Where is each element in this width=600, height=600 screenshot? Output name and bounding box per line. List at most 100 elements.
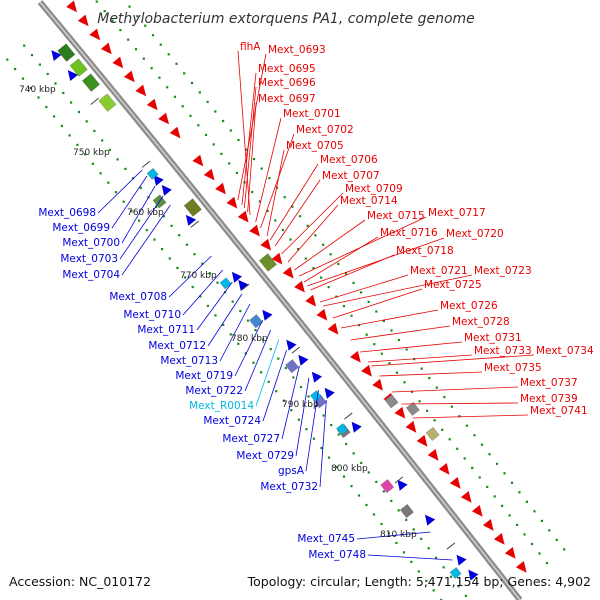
gene-label[interactable]: Mext_0693 (268, 44, 326, 56)
gene-label[interactable]: Mext_0700 (62, 237, 120, 249)
gene-label[interactable]: Mext_0732 (260, 481, 318, 493)
tick-dot (222, 323, 225, 326)
gene-label[interactable]: Mext_0737 (520, 377, 578, 389)
tick-dot (23, 44, 26, 47)
gene-label[interactable]: Mext_0733 (474, 345, 532, 357)
gene-label[interactable]: Mext_0703 (60, 253, 118, 265)
leader-line (320, 274, 409, 303)
gene-label[interactable]: Mext_0704 (62, 269, 120, 281)
kbp-label: 810 kbp (380, 530, 417, 540)
tick-dot (158, 76, 161, 79)
tick-dot (403, 381, 406, 384)
gene-label[interactable]: Mext_0709 (345, 183, 403, 195)
gene-label[interactable]: Mext_0720 (446, 228, 504, 240)
gene-label[interactable]: Mext_0705 (286, 140, 344, 152)
tick-dot (425, 579, 428, 582)
kbp-tick (90, 97, 99, 105)
tick-dot (463, 457, 466, 460)
reverse-gene-arrow (262, 309, 273, 321)
tick-dot (503, 472, 506, 475)
leader-line (323, 274, 473, 307)
gene-label[interactable]: Mext_0739 (520, 393, 578, 405)
gene-label[interactable]: Mext_R0014 (189, 400, 254, 412)
gene-label[interactable]: Mext_0745 (297, 533, 355, 545)
gene-label[interactable]: Mext_0695 (258, 63, 316, 75)
gene-label[interactable]: Mext_0727 (222, 433, 280, 445)
reverse-gene-arrow (67, 70, 78, 81)
gene-label[interactable]: flhA (240, 41, 261, 53)
gene-label[interactable]: Mext_0717 (428, 207, 486, 219)
tick-dot (245, 148, 248, 151)
gene-label[interactable]: Mext_0701 (283, 108, 341, 120)
gene-label[interactable]: Mext_0713 (160, 355, 218, 367)
tick-dot (465, 424, 468, 427)
gene-label[interactable]: Mext_0699 (52, 222, 110, 234)
forward-gene-arrow (372, 378, 383, 391)
tick-dot (405, 518, 408, 521)
gene-label[interactable]: Mext_0735 (484, 362, 542, 374)
gene-label[interactable]: Mext_0722 (185, 385, 243, 397)
tick-dot (235, 171, 238, 174)
gene-label[interactable]: Mext_0729 (236, 450, 294, 462)
tick-dot (229, 129, 232, 132)
gene-label[interactable]: Mext_0710 (123, 309, 181, 321)
reverse-gene-arrow (397, 479, 408, 491)
gene-label[interactable]: Mext_0696 (258, 77, 316, 89)
leader-line (269, 163, 319, 241)
kbp-tick (190, 220, 199, 228)
gene-label[interactable]: Mext_0716 (380, 227, 438, 239)
tick-dot (367, 471, 370, 474)
tick-dot (150, 67, 153, 70)
kbp-label: 740 kbp (19, 85, 56, 95)
gene-label[interactable]: Mext_0712 (148, 340, 206, 352)
leader-line (255, 117, 282, 223)
gene-label[interactable]: Mext_0721 (410, 265, 468, 277)
gene-label[interactable]: Mext_0726 (440, 300, 498, 312)
tick-dot (518, 491, 521, 494)
gene-label[interactable]: Mext_0719 (175, 370, 233, 382)
forward-gene-arrow (515, 561, 527, 573)
forward-gene-arrow (438, 463, 450, 475)
gene-label[interactable]: Mext_0728 (452, 316, 510, 328)
gene-label[interactable]: Mext_0711 (137, 324, 195, 336)
tick-dot (402, 551, 405, 554)
gene-label[interactable]: Mext_0714 (340, 195, 398, 207)
gene-label[interactable]: Mext_0697 (258, 93, 316, 105)
gene-label[interactable]: gpsA (278, 465, 305, 477)
tick-dot (375, 480, 378, 483)
leader-line (401, 402, 519, 405)
tick-dot (320, 276, 323, 279)
gene-label[interactable]: Mext_0706 (320, 154, 378, 166)
tick-dot (440, 598, 443, 600)
tick-dot (427, 547, 430, 550)
gene-label[interactable]: Mext_0702 (296, 124, 354, 136)
tick-dot (335, 466, 338, 469)
tick-dot (360, 291, 363, 294)
gene-label[interactable]: Mext_0698 (38, 207, 96, 219)
gene-label[interactable]: Mext_0734 (536, 345, 594, 357)
tick-dot (418, 400, 421, 403)
gene-label[interactable]: Mext_0707 (322, 170, 380, 182)
gene-label[interactable]: Mext_0724 (203, 415, 261, 427)
forward-gene-arrow (282, 266, 294, 279)
gene-label[interactable]: Mext_0715 (367, 210, 425, 222)
tick-dot (99, 172, 102, 175)
tick-dot (114, 191, 118, 194)
kbp-tick (241, 283, 250, 291)
gene-label[interactable]: Mext_0748 (308, 549, 366, 561)
tick-dot (388, 362, 391, 365)
tick-dot (449, 575, 453, 578)
leader-line (111, 175, 148, 229)
gene-label[interactable]: Mext_0718 (396, 245, 454, 257)
forward-gene-arrow (316, 308, 328, 321)
tick-dot (435, 556, 438, 559)
gene-label[interactable]: Mext_0723 (474, 265, 532, 277)
gene-label[interactable]: Mext_0725 (424, 279, 482, 291)
tick-dot (178, 234, 181, 237)
tick-dot (312, 267, 315, 270)
gene-label[interactable]: Mext_0731 (464, 332, 522, 344)
gene-label[interactable]: Mext_0708 (109, 291, 167, 303)
gene-label[interactable]: Mext_0741 (530, 405, 588, 417)
tick-dot (322, 414, 325, 417)
label-leader-lines (97, 50, 535, 561)
